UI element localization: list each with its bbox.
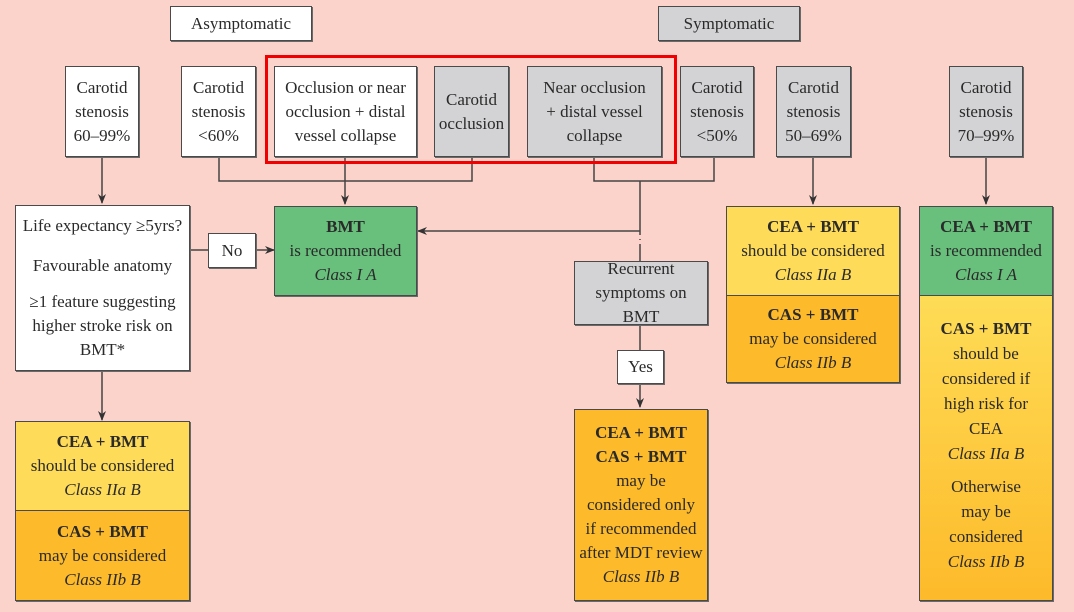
rec-text: may be considered — [38, 545, 167, 565]
highlight-box — [265, 55, 677, 164]
condition-sym-occlusion: Carotid occlusion — [434, 66, 509, 157]
rec-title: BMT — [326, 217, 365, 236]
text-line: stenosis — [191, 101, 246, 121]
connector-sym-group — [593, 157, 715, 182]
label-text: Yes — [628, 357, 653, 376]
text-line: stenosis — [690, 101, 744, 121]
header-asymptomatic: Asymptomatic — [170, 6, 312, 41]
rec-sym50-cas: CAS + BMT may be considered Class IIb B — [727, 296, 899, 382]
text-line: 60–99% — [73, 125, 131, 145]
rec-bmt-recommended: BMT is recommended Class I A — [274, 206, 417, 296]
text-line: occlusion + distal — [285, 101, 406, 121]
rec-text: high risk for — [943, 394, 1029, 413]
text-line: symptoms on BMT — [595, 283, 687, 326]
rec-class: Class IIb B — [947, 552, 1025, 571]
header-symptomatic: Symptomatic — [658, 6, 800, 41]
rec-text: CEA — [969, 419, 1003, 438]
condition-sym-stenosis-70-99: Carotid stenosis 70–99% — [949, 66, 1023, 157]
criteria-stroke-risk: higher stroke risk on — [32, 316, 173, 335]
rec-title: CAS + BMT — [595, 447, 687, 466]
text-line: <60% — [198, 125, 239, 145]
text-line: Occlusion or near — [285, 77, 406, 97]
text-line: stenosis — [75, 101, 129, 121]
condition-sym-stenosis-50-69: Carotid stenosis 50–69% — [776, 66, 851, 157]
recurrent-symptoms-box: Recurrent symptoms on BMT — [574, 259, 708, 326]
text-line: Carotid — [788, 77, 839, 97]
text-line: Carotid — [446, 89, 497, 109]
rec-sym70-cea: CEA + BMT is recommended Class I A — [920, 207, 1052, 296]
text-line: Recurrent — [607, 259, 675, 278]
rec-sym50-group: CEA + BMT should be considered Class IIa… — [726, 206, 900, 383]
rec-class: Class IIa B — [947, 444, 1025, 463]
text-line: Carotid — [960, 77, 1012, 97]
text-line: 50–69% — [785, 125, 842, 145]
rec-text: should be considered — [30, 456, 175, 475]
text-line: stenosis — [786, 101, 841, 121]
rec-asym-cea: CEA + BMT should be considered Class IIa… — [16, 422, 189, 511]
rec-asym-group: CEA + BMT should be considered Class IIa… — [15, 421, 190, 601]
rec-class: Class I A — [314, 265, 377, 284]
label-text: No — [221, 240, 243, 260]
rec-class: Class IIa B — [774, 265, 852, 284]
rec-text: may be — [616, 471, 666, 490]
rec-text: may be considered — [749, 329, 877, 348]
rec-title: CAS + BMT — [57, 521, 148, 541]
text-line: Carotid — [193, 77, 244, 97]
criteria-anatomy: Favourable anatomy — [32, 256, 173, 275]
condition-sym-near-occlusion: Near occlusion + distal vessel collapse — [527, 66, 662, 157]
text-line: 70–99% — [957, 125, 1015, 145]
rec-text: should be — [953, 344, 1019, 363]
rec-title: CAS + BMT — [940, 319, 1032, 338]
text-line: Near occlusion — [543, 77, 646, 97]
text-line: Carotid — [76, 77, 128, 97]
rec-class: Class IIa B — [64, 480, 141, 499]
rec-text: should be considered — [741, 241, 885, 260]
text-line: occlusion — [438, 113, 505, 133]
header-label: Asymptomatic — [190, 13, 292, 33]
condition-asym-occlusion: Occlusion or near occlusion + distal ves… — [274, 66, 417, 157]
rec-text: considered — [949, 527, 1023, 546]
criteria-stroke-risk: BMT* — [79, 340, 126, 359]
condition-asym-stenosis-lt60: Carotid stenosis <60% — [181, 66, 256, 157]
rec-class: Class I A — [954, 265, 1018, 284]
text-line: <50% — [696, 125, 738, 145]
rec-text: considered if — [941, 369, 1031, 388]
rec-text: Otherwise — [951, 477, 1021, 496]
rec-text: may be — [961, 502, 1011, 521]
condition-asym-stenosis-60-99: Carotid stenosis 60–99% — [65, 66, 139, 157]
rec-sym70-cas: CAS + BMT should be considered if high r… — [920, 296, 1052, 600]
rec-text: is recommended — [289, 241, 402, 260]
rec-title: CAS + BMT — [767, 305, 859, 324]
rec-text: is recommended — [930, 241, 1042, 260]
rec-text: after MDT review — [579, 543, 703, 562]
rec-class: Class IIb B — [64, 569, 141, 589]
rec-title: CEA + BMT — [940, 217, 1032, 236]
rec-sym50-cea: CEA + BMT should be considered Class IIa… — [727, 207, 899, 296]
condition-sym-stenosis-lt50: Carotid stenosis <50% — [680, 66, 754, 157]
rec-recurrent-mdt: CEA + BMT CAS + BMT may be considered on… — [574, 409, 708, 601]
rec-sym70-group: CEA + BMT is recommended Class I A CAS +… — [919, 206, 1053, 601]
rec-class: Class IIb B — [602, 567, 680, 586]
rec-class: Class IIb B — [774, 353, 852, 372]
criteria-life-expectancy: Life expectancy ≥5yrs? — [22, 216, 183, 235]
rec-title: CEA + BMT — [767, 217, 859, 236]
rec-title: CEA + BMT — [595, 423, 687, 442]
label-yes: Yes — [617, 350, 664, 384]
rec-text: if recommended — [585, 519, 697, 538]
text-line: collapse — [566, 125, 623, 145]
text-line: + distal vessel — [546, 101, 643, 121]
criteria-stroke-risk: ≥1 feature suggesting — [29, 292, 176, 311]
label-no: No — [208, 233, 256, 268]
rec-title: CEA + BMT — [56, 432, 149, 451]
text-line: vessel collapse — [294, 125, 397, 145]
criteria-box: Life expectancy ≥5yrs? Favourable anatom… — [15, 205, 190, 371]
header-label: Symptomatic — [683, 13, 775, 33]
text-line: stenosis — [959, 101, 1013, 121]
rec-asym-cas: CAS + BMT may be considered Class IIb B — [16, 511, 189, 600]
text-line: Carotid — [691, 77, 743, 97]
rec-text: considered only — [586, 495, 696, 514]
